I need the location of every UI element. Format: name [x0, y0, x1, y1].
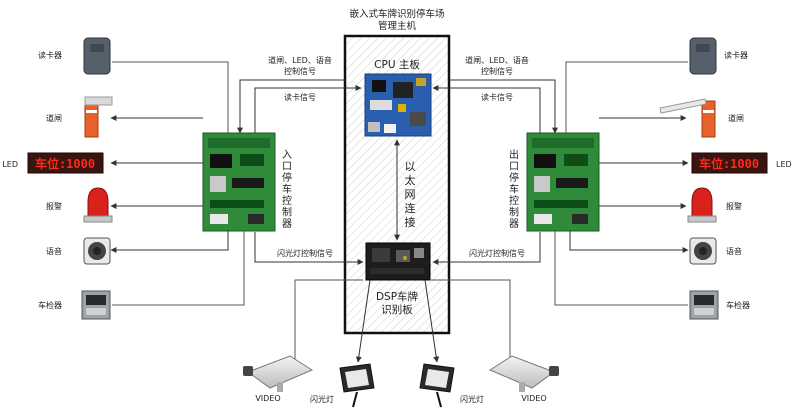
left-led-display-text: 车位:1000 [35, 156, 95, 171]
right-gate-signal-line1: 道闸、LED、语音 [465, 55, 529, 65]
left-led-label: LED [2, 160, 18, 169]
left-gate-signal-arrow [237, 79, 345, 134]
left-flash-label: 闪光灯 [310, 394, 334, 404]
entry-controller-label-char: 停 [282, 171, 292, 184]
ethernet-label-char: 以 [405, 160, 416, 173]
right-barrier-icon [659, 98, 716, 138]
entry-controller-label-char: 器 [282, 218, 292, 230]
cpu-board [364, 73, 432, 137]
right-flash-arrow [424, 279, 440, 363]
right-led-display-text: 车位:1000 [699, 156, 759, 171]
left-card-reader-icon [83, 37, 111, 75]
right-flash-signal-arrow [432, 232, 541, 265]
entry-controller-board [202, 132, 276, 232]
entry-controller-label-char: 车 [282, 183, 292, 196]
left-reader-signal-arrow [254, 85, 362, 133]
right-reader-signal-arrow [432, 85, 541, 133]
entry-controller-label-char: 口 [282, 162, 292, 173]
exit-controller-label-char: 车 [509, 183, 519, 196]
right-video-line [431, 279, 511, 363]
ethernet-label-char: 网 [405, 188, 416, 201]
left-flash-lamp-icon [339, 363, 375, 408]
right-gate-signal-arrow [449, 79, 558, 134]
right-flash-label: 闪光灯 [460, 394, 484, 404]
right-voice-arrow [569, 231, 689, 253]
right-detector-label: 车检器 [726, 300, 750, 310]
entry-controller-label-char: 控 [282, 194, 292, 207]
right-reader-line [565, 61, 688, 133]
right-card-reader-label: 读卡器 [724, 50, 748, 60]
left-voice-label: 语音 [46, 246, 62, 256]
left-gate-signal-line1: 道闸、LED、语音 [268, 55, 332, 65]
host-title-line2: 管理主机 [378, 20, 417, 32]
left-reader-signal-label: 读卡信号 [284, 92, 316, 102]
left-video-line [294, 279, 363, 363]
cpu-board-label: CPU 主板 [374, 58, 420, 71]
left-barrier-label: 道闸 [46, 113, 62, 123]
right-card-reader-icon [689, 37, 717, 75]
exit-controller-label-char: 控 [509, 194, 519, 207]
right-detector-line [554, 231, 688, 306]
right-flash-lamp-icon [419, 363, 455, 408]
left-flash-signal-arrow [254, 232, 364, 265]
right-vehicle-detector-icon [689, 290, 719, 320]
right-voice-label: 语音 [726, 246, 742, 256]
exit-controller-label-char: 制 [509, 206, 519, 219]
left-flash-arrow [355, 279, 371, 363]
left-led-display-icon: 车位:1000 [27, 152, 104, 174]
right-led-display-icon: 车位:1000 [691, 152, 768, 174]
left-alarm-label: 报警 [46, 201, 62, 211]
dsp-board [365, 242, 431, 281]
dsp-label-line2: 识别板 [381, 303, 413, 316]
exit-controller-label-char: 口 [509, 162, 519, 173]
left-detector-line [112, 231, 245, 306]
right-video-camera-icon [488, 355, 559, 392]
left-alarm-icon [83, 187, 113, 223]
ethernet-label-char: 接 [405, 216, 416, 229]
exit-controller-board [526, 132, 600, 232]
right-speaker-icon [689, 237, 717, 265]
left-reader-line [112, 61, 229, 133]
exit-controller-label-char: 出 [509, 148, 519, 161]
left-flash-signal-label: 闪光灯控制信号 [277, 248, 333, 258]
entry-controller-label-char: 制 [282, 206, 292, 219]
host-title-line1: 嵌入式车牌识别停车场 [349, 8, 444, 20]
right-led-label: LED [776, 160, 792, 169]
left-detector-label: 车检器 [38, 300, 62, 310]
left-speaker-icon [83, 237, 111, 265]
right-reader-signal-label: 读卡信号 [481, 92, 513, 102]
left-vehicle-detector-icon [81, 290, 111, 320]
exit-controller-label-char: 停 [509, 171, 519, 184]
left-barrier-icon [84, 96, 113, 138]
left-gate-signal-line2: 控制信号 [284, 66, 316, 76]
left-card-reader-label: 读卡器 [38, 50, 62, 60]
ethernet-label-char: 连 [405, 202, 416, 215]
right-alarm-label: 报警 [726, 201, 742, 211]
dsp-label-line1: DSP车牌 [376, 290, 419, 303]
right-gate-signal-line2: 控制信号 [481, 66, 513, 76]
exit-controller-label-char: 器 [509, 218, 519, 230]
left-voice-arrow [110, 231, 229, 253]
ethernet-label-char: 太 [405, 174, 416, 187]
left-video-label: VIDEO [255, 394, 280, 403]
right-flash-signal-label: 闪光灯控制信号 [469, 248, 525, 258]
left-video-camera-icon [243, 355, 314, 392]
right-alarm-icon [687, 187, 717, 223]
right-barrier-label: 道闸 [728, 113, 744, 123]
right-video-label: VIDEO [521, 394, 546, 403]
entry-controller-label-char: 入 [282, 150, 292, 161]
